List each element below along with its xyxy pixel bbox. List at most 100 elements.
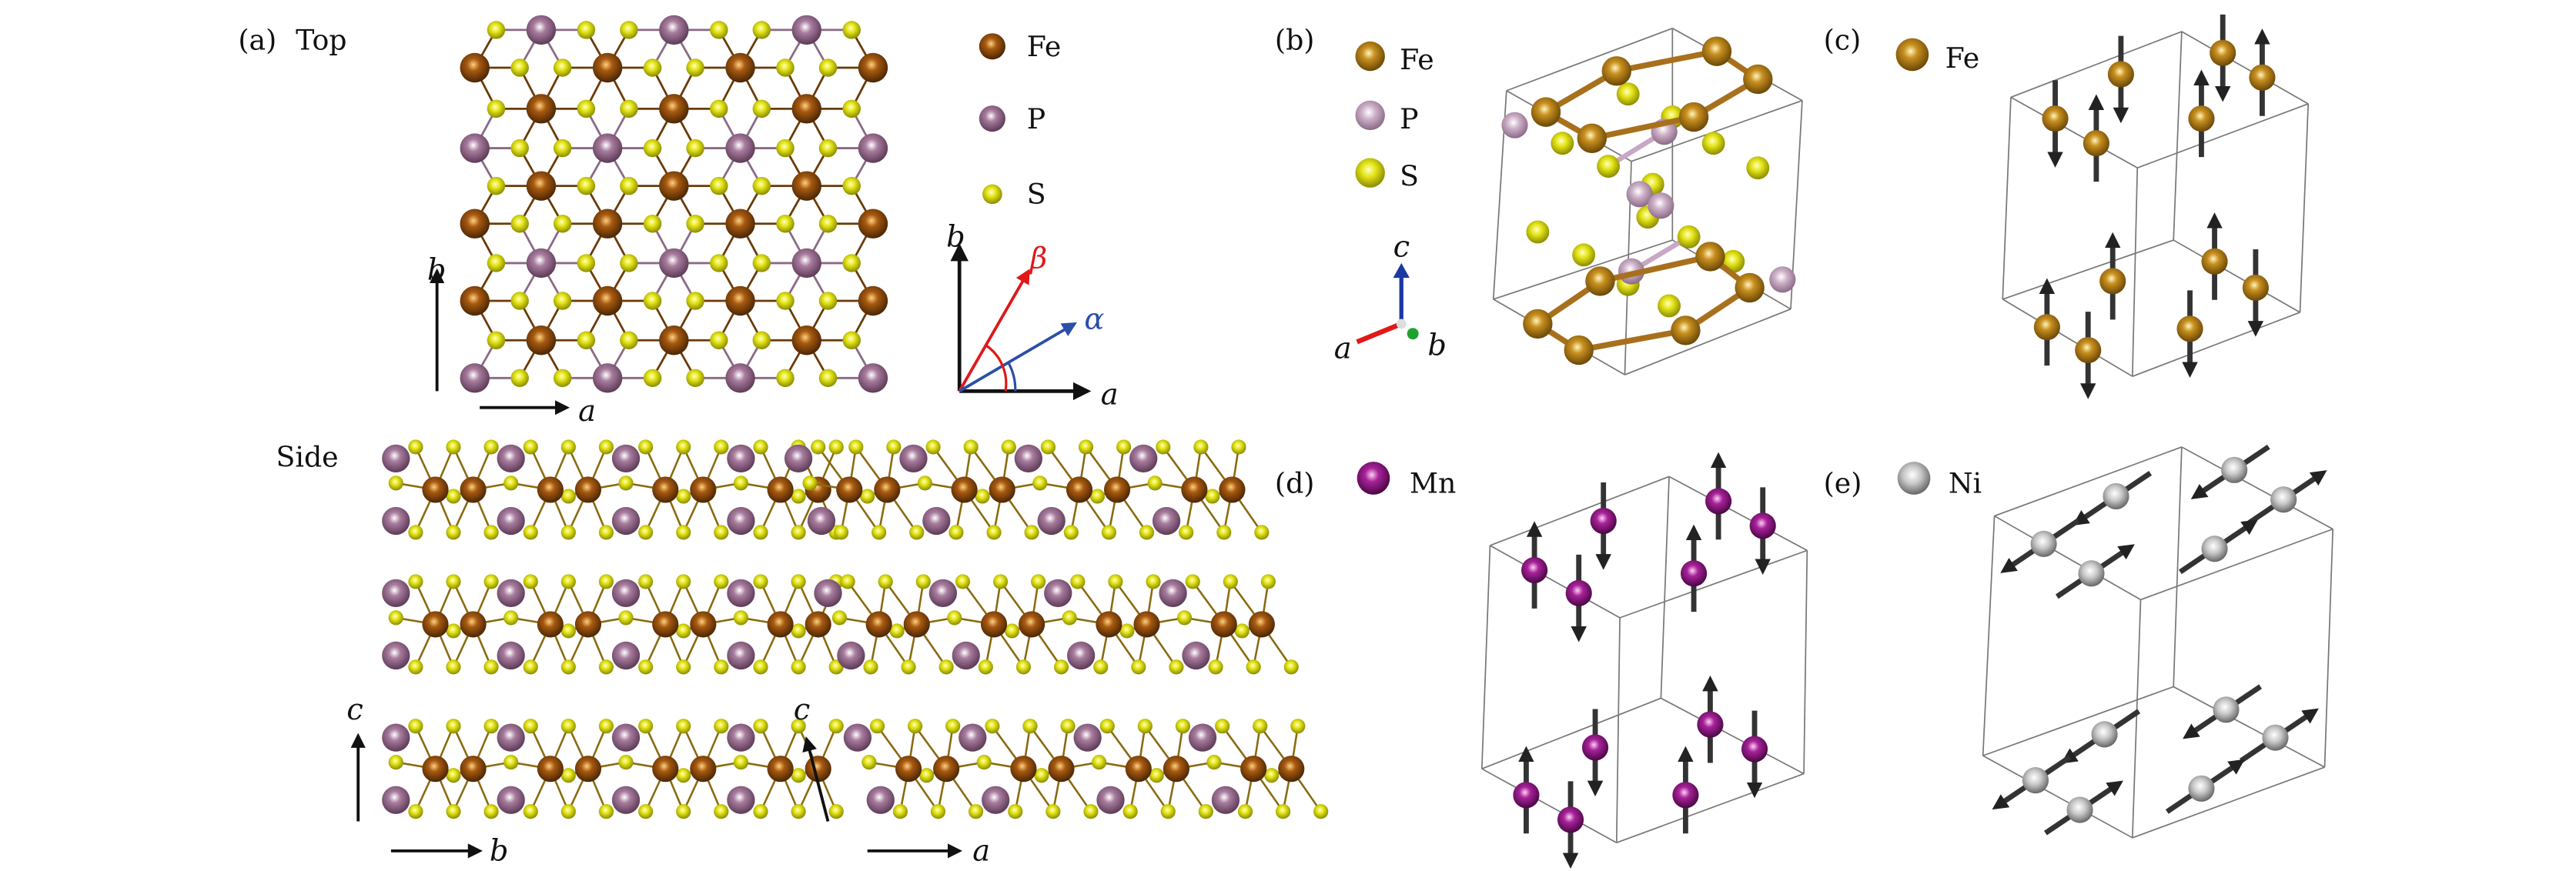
p-atom [837,641,865,670]
s-atom [848,439,864,455]
bond [1616,48,1718,74]
s-atom [753,659,768,675]
s-atom [523,574,538,589]
s-atom [487,331,506,349]
s-atom [487,99,506,118]
fe-atom [1564,335,1594,365]
s-atom [1034,768,1049,783]
s-atom [560,623,576,639]
p-atom [727,506,755,536]
s-atom [889,623,905,639]
s-atom [710,21,728,39]
s-atom [986,525,1002,540]
s-atom [776,214,795,233]
cell-edge [1994,446,2183,517]
s-atom [802,476,818,491]
s-atom [553,369,572,388]
s-atom [828,439,844,455]
fe-atom [526,171,557,201]
s-atom [1131,659,1146,675]
cell-edge [1490,545,1621,619]
fe-atom [2083,130,2109,157]
s-atom [1216,525,1232,540]
fe-legend-label: Fe [1027,30,1062,63]
s-atom [1231,439,1246,455]
fe-atom [1735,272,1765,303]
side-c-tilted-axis-arrow [802,736,830,822]
s-atom [523,525,538,540]
panel-c-label: (c) [1824,24,1862,57]
p-atom [727,786,755,814]
s-atom [446,439,461,455]
fe-atom [690,756,717,783]
s-atom [818,292,838,310]
s-atom [446,659,461,675]
s-atom [733,755,749,770]
fe-atom [1219,476,1246,503]
s-atom [643,214,662,233]
s-atom [553,138,572,158]
p-atom [1014,444,1042,473]
fe-atom [1531,97,1561,127]
fe-atom [791,94,821,124]
cell-edge [1803,550,1808,774]
top-view-lattice [460,15,888,393]
s-atom [842,99,861,118]
s-atom [1223,574,1238,589]
s-atom [1275,804,1291,819]
cell-edge [1480,545,1491,769]
fe-atom [574,611,602,638]
s-atom [408,804,423,819]
p-atom [727,641,755,670]
p-atom [382,579,410,607]
s-atom [638,574,654,589]
s-atom [1004,623,1020,639]
ni-legend-label: Ni [1949,467,1982,500]
s-atom [1070,574,1086,589]
p-atom [727,723,755,752]
fe-atom [980,611,1008,638]
s-atom [1001,439,1016,455]
p-atom [1037,506,1066,536]
s-atom [553,292,572,310]
fe-atom [574,756,602,783]
s-atom [1063,525,1079,540]
fe-atom [725,52,755,83]
s-atom [1198,804,1213,819]
fe-atom [767,756,794,783]
fe-atom [659,325,689,355]
bond [1591,114,1694,142]
cell-edge [1481,697,1661,769]
fe-atom [858,52,888,83]
s-atom [560,768,576,783]
b-axis-arrow [1407,328,1419,340]
s-atom [1045,804,1061,819]
s-atom [714,719,729,734]
fe-atom [1066,476,1093,503]
s-atom [523,719,538,734]
s-atom [553,214,572,233]
s-atom [676,659,691,675]
s-atom [560,719,576,734]
fe-atom [526,325,557,355]
s-atom [483,439,499,455]
s-atom [753,719,768,734]
cell-edge [1616,773,1805,844]
panel-b-label: (b) [1275,24,1315,57]
ni-atom [2078,560,2105,587]
p-atom [922,506,951,536]
fe-atom [2201,248,2228,275]
angle-diagram: b a β α [946,220,1118,412]
fe-atom [690,476,717,503]
s-atom [776,369,795,388]
fe-atom [1048,756,1075,783]
panel-a: (a) Top Side b a Fe P S b a β α [238,15,1329,869]
s-atom [388,610,403,626]
s-atom [978,659,993,675]
mn-atom [1565,579,1592,606]
s-atom [446,804,461,819]
s-atom [714,574,729,589]
p-atom [928,579,958,607]
p-atom [497,444,525,473]
fe-atom [725,209,755,239]
